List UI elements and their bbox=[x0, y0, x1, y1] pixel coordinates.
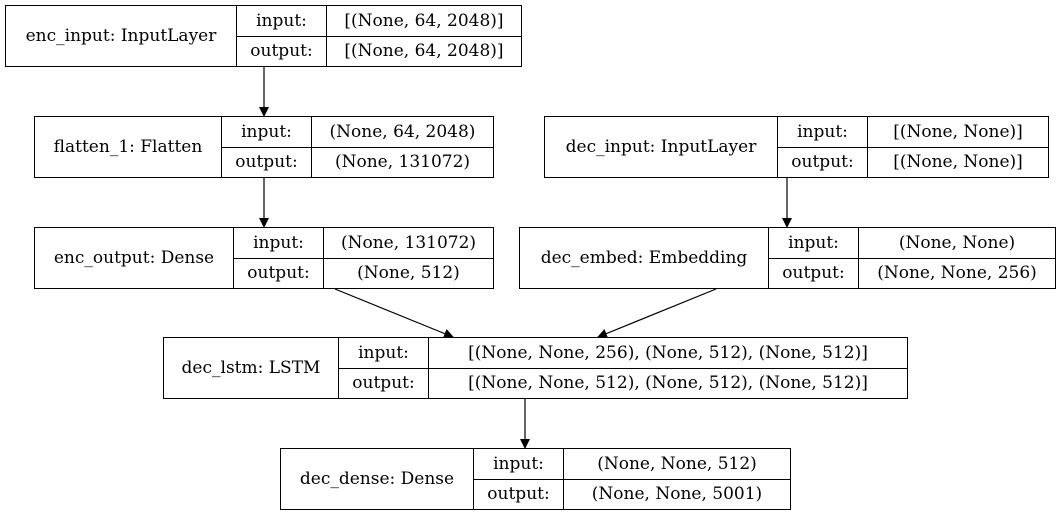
input-shape: [(None, None, 256), (None, 512), (None, … bbox=[429, 338, 907, 369]
output-shape: [(None, None, 512), (None, 512), (None, … bbox=[468, 373, 868, 394]
output-shape: (None, None, 256) bbox=[877, 263, 1037, 284]
input-label: input: bbox=[339, 338, 428, 369]
input-shape: [(None, 64, 2048)] bbox=[327, 6, 521, 37]
output-shape: (None, 131072) bbox=[334, 152, 471, 173]
input-label: input: bbox=[474, 449, 563, 480]
output-shape: [(None, None)] bbox=[893, 152, 1023, 173]
node-flatten-1: flatten_1: Flatten input: output: (None,… bbox=[34, 116, 494, 178]
input-label: input: bbox=[222, 117, 311, 148]
node-enc-output: enc_output: Dense input: output: (None, … bbox=[34, 227, 494, 289]
input-shape: (None, 64, 2048) bbox=[312, 117, 493, 148]
node-name: enc_input: InputLayer bbox=[6, 6, 237, 66]
output-label: output: bbox=[250, 41, 313, 62]
node-name: enc_output: Dense bbox=[35, 228, 234, 288]
node-name: dec_dense: Dense bbox=[281, 449, 474, 509]
input-shape: (None, None, 512) bbox=[564, 449, 790, 480]
output-label: output: bbox=[791, 152, 854, 173]
edge-dec-embed-to-dec-lstm bbox=[597, 288, 717, 339]
node-name: dec_input: InputLayer bbox=[545, 117, 778, 177]
output-label: output: bbox=[782, 263, 845, 284]
output-label: output: bbox=[487, 484, 550, 505]
output-shape: (None, None, 5001) bbox=[591, 484, 763, 505]
node-dec-embed: dec_embed: Embedding input: output: (Non… bbox=[519, 227, 1056, 289]
output-shape: [(None, 64, 2048)] bbox=[344, 41, 504, 62]
input-shape: [(None, None)] bbox=[868, 117, 1048, 148]
output-shape: (None, 512) bbox=[357, 263, 460, 284]
input-label: input: bbox=[234, 228, 323, 259]
node-dec-lstm: dec_lstm: LSTM input: output: [(None, No… bbox=[163, 337, 908, 399]
input-label: input: bbox=[237, 6, 326, 37]
node-name: dec_embed: Embedding bbox=[520, 228, 769, 288]
output-label: output: bbox=[235, 152, 298, 173]
edge-enc-output-to-dec-lstm bbox=[334, 288, 454, 339]
node-name: flatten_1: Flatten bbox=[35, 117, 222, 177]
input-shape: (None, None) bbox=[859, 228, 1055, 259]
output-label: output: bbox=[352, 373, 415, 394]
input-label: input: bbox=[769, 228, 858, 259]
node-dec-dense: dec_dense: Dense input: output: (None, N… bbox=[280, 448, 791, 510]
input-label: input: bbox=[778, 117, 867, 148]
output-label: output: bbox=[247, 263, 310, 284]
node-name: dec_lstm: LSTM bbox=[164, 338, 339, 398]
input-shape: (None, 131072) bbox=[324, 228, 493, 259]
node-dec-input: dec_input: InputLayer input: output: [(N… bbox=[544, 116, 1049, 178]
node-enc-input: enc_input: InputLayer input: output: [(N… bbox=[5, 5, 522, 67]
